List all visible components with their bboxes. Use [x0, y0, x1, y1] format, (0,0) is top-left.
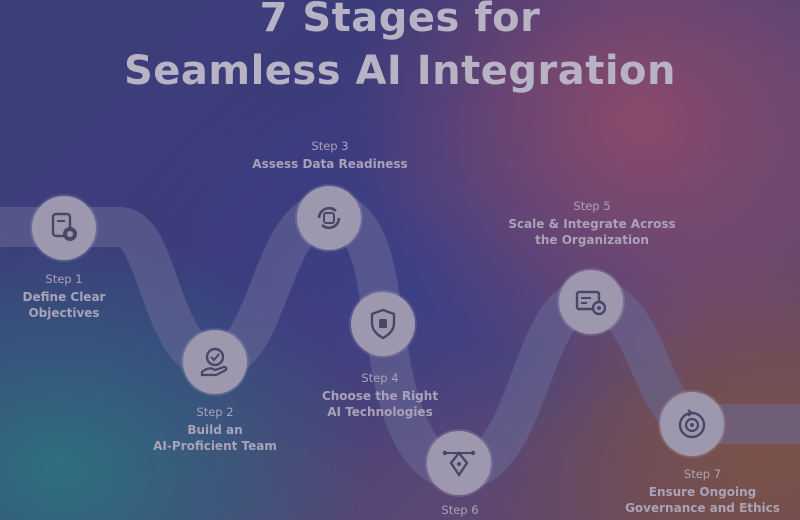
step-6-node[interactable]: [427, 431, 491, 495]
page-title-line-1: 7 Stages for: [259, 0, 541, 41]
step-2-name-2: AI-Proficient Team: [153, 439, 277, 453]
step-3-number: Step 3: [311, 139, 349, 153]
step-4-number: Step 4: [361, 371, 399, 385]
document-target-icon: [51, 212, 77, 241]
step-7-label: Step 7 Ensure Ongoing Governance and Eth…: [615, 466, 790, 516]
step-1-number: Step 1: [45, 272, 83, 286]
step-3-label: Step 3 Assess Data Readiness: [240, 138, 420, 172]
step-6-label: Step 6: [410, 502, 510, 520]
page-title-line-2: Seamless AI Integration: [123, 48, 676, 94]
hand-badge-icon: [200, 347, 228, 377]
step-5-label: Step 5 Scale & Integrate Across the Orga…: [492, 198, 692, 248]
step-6-number: Step 6: [441, 503, 479, 517]
step-2-node[interactable]: [183, 330, 247, 394]
shield-chip-icon: [370, 308, 396, 340]
step-5-node[interactable]: [559, 270, 623, 334]
step-4-node[interactable]: [351, 292, 415, 356]
step-1-label: Step 1 Define Clear Objectives: [10, 271, 118, 321]
step-2-number: Step 2: [196, 405, 234, 419]
step-2-name-1: Build an: [187, 423, 243, 437]
step-1-node[interactable]: [32, 196, 96, 260]
step-5-number: Step 5: [573, 199, 611, 213]
step-3-node[interactable]: [297, 186, 361, 250]
step-4-name-1: Choose the Right: [321, 389, 439, 403]
data-cycle-icon: [317, 206, 341, 230]
step-5-name-2: the Organization: [535, 233, 649, 247]
step-1-name-1: Define Clear: [22, 290, 106, 304]
target-cycle-icon: [678, 409, 706, 439]
step-4-name-2: AI Technologies: [327, 405, 433, 419]
step-4-label: Step 4 Choose the Right AI Technologies: [305, 370, 455, 420]
dashboard-gear-icon: [575, 290, 607, 316]
step-3-name-1: Assess Data Readiness: [252, 157, 408, 171]
step-7-number: Step 7: [683, 467, 722, 481]
step-7-name-1: Ensure Ongoing: [648, 485, 757, 499]
step-7-name-2: Governance and Ethics: [625, 501, 780, 515]
step-1-name-2: Objectives: [28, 306, 100, 320]
pen-tool-icon: [442, 450, 476, 478]
step-5-name-1: Scale & Integrate Across: [508, 217, 676, 231]
step-7-node[interactable]: [660, 392, 724, 456]
step-2-label: Step 2 Build an AI-Proficient Team: [140, 404, 290, 454]
